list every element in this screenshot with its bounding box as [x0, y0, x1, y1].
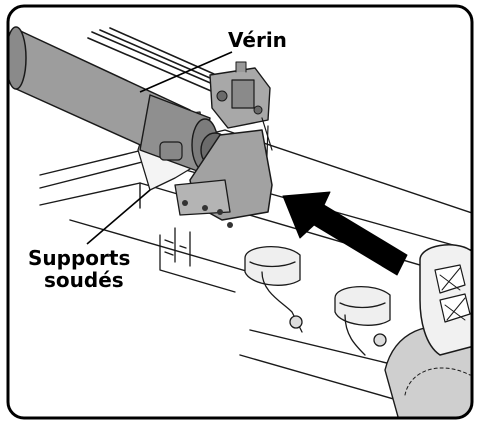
welded-supports-label-line1: Supports: [28, 246, 131, 270]
beam-guides: [244, 245, 391, 356]
cylinder-label: Vérin: [228, 28, 287, 52]
direction-arrow: [282, 191, 408, 276]
leader-line-cylinder: [139, 51, 233, 93]
push-block: [174, 129, 273, 228]
leader-line-supports: [86, 189, 151, 245]
beam: [39, 129, 472, 418]
frame-border: [6, 4, 474, 420]
tongue-plate: [419, 244, 472, 356]
frame-lower: [159, 227, 236, 293]
cylinder: [8, 26, 230, 173]
welded-supports-label-line2: soudés: [44, 268, 124, 292]
